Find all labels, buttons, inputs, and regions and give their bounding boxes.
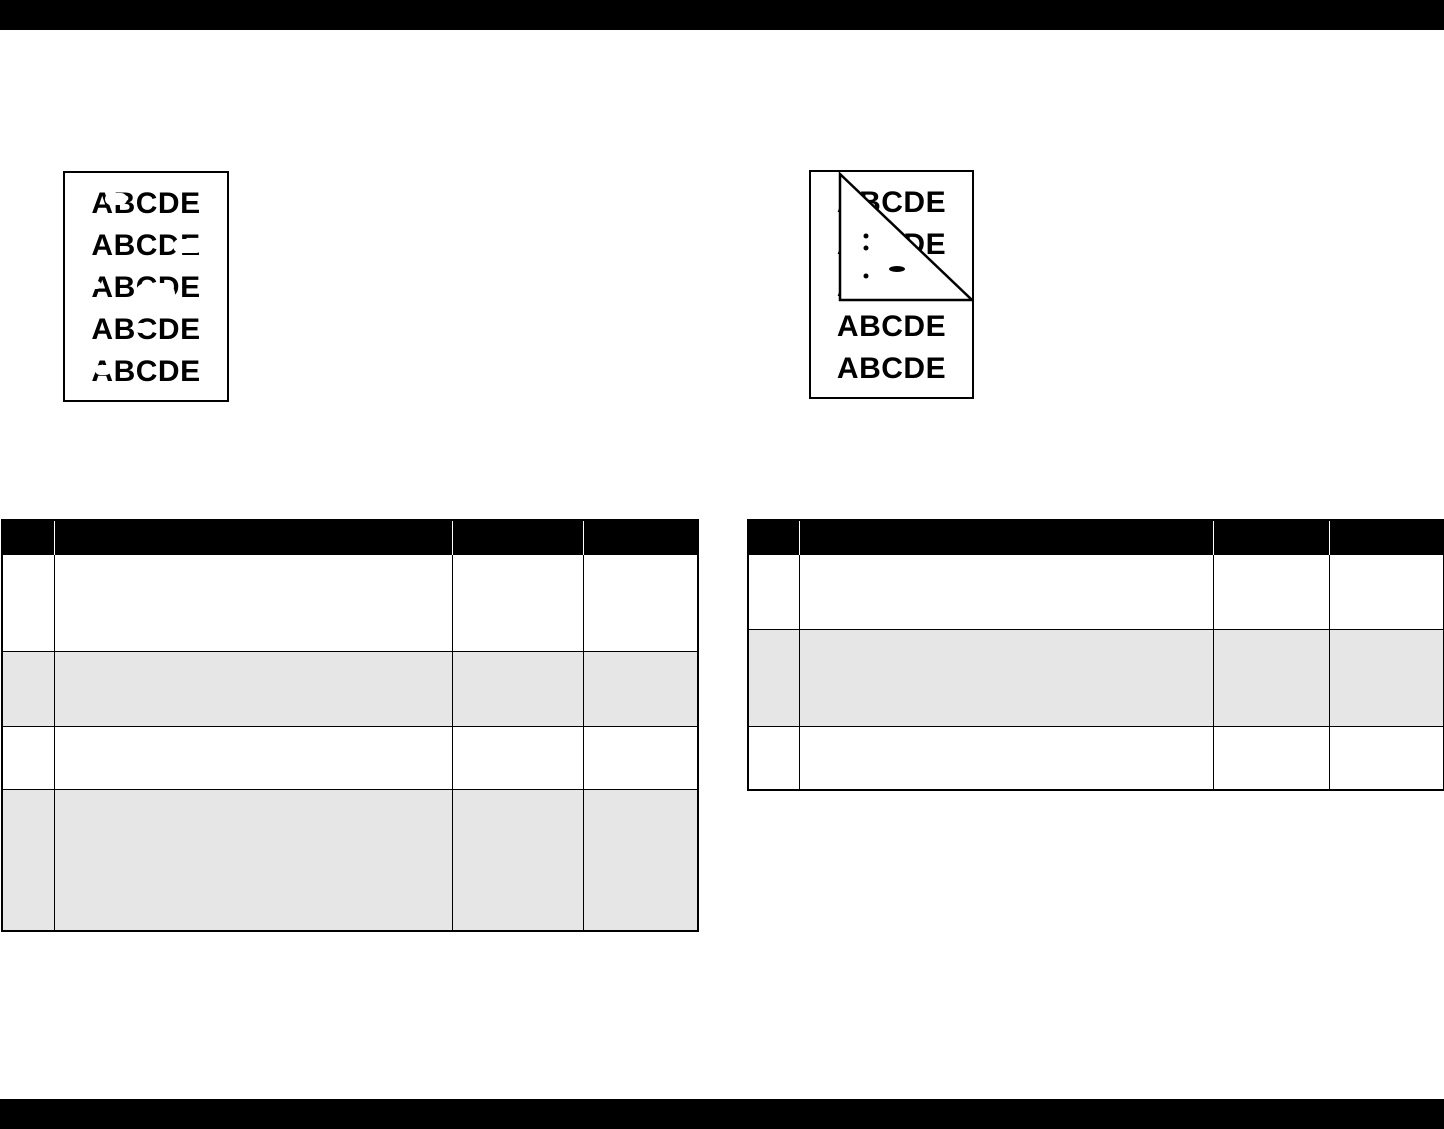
- table-row: [1, 789, 699, 931]
- bottom-bar: [0, 1099, 1444, 1129]
- table-cell: [582, 554, 699, 652]
- void-blot: [87, 235, 97, 245]
- header-cell: [798, 520, 1213, 555]
- header-cell: [451, 520, 583, 555]
- table-cell: [747, 554, 800, 630]
- table-cell: [451, 726, 584, 790]
- void-print-sample: ABCDE ABCDE ABCDE ABCDE ABCDE: [63, 171, 229, 402]
- header-cell: [1328, 520, 1444, 555]
- table-cell: [451, 651, 584, 727]
- table-row: [747, 629, 1444, 727]
- top-bar: [0, 0, 1444, 30]
- header-cell: [53, 520, 452, 555]
- header-cell: [1212, 520, 1329, 555]
- table-cell: [798, 629, 1214, 727]
- table-cell: [1, 789, 55, 931]
- table-cell: [1212, 726, 1330, 790]
- table-cell: [582, 789, 699, 931]
- header-cell: [582, 520, 698, 555]
- table-cell: [747, 726, 800, 790]
- troubleshooting-table-right: [747, 519, 1444, 791]
- table-cell: [1328, 629, 1444, 727]
- table-header: [1, 520, 698, 555]
- table-cell: [582, 726, 699, 790]
- void-blot: [135, 283, 175, 305]
- void-blot: [89, 281, 101, 289]
- table-row: [1, 651, 699, 727]
- table-header: [747, 520, 1444, 555]
- sample-line: ABCDE: [836, 310, 947, 343]
- table-cell: [53, 651, 453, 727]
- void-blot: [135, 323, 153, 333]
- sample-line: ABCDE: [91, 355, 201, 388]
- table-cell: [53, 789, 453, 931]
- table-row: [747, 726, 1444, 790]
- table-cell: [798, 554, 1214, 630]
- header-cell: [747, 520, 799, 555]
- sample-line: ABCDE: [836, 352, 947, 385]
- sample-line: ABCDE: [91, 187, 201, 220]
- void-blot: [95, 365, 111, 375]
- folded-flap: [838, 172, 972, 302]
- table-cell: [582, 651, 699, 727]
- table-cell: [1328, 726, 1444, 790]
- void-blot: [173, 239, 203, 253]
- table-cell: [1212, 554, 1330, 630]
- table-cell: [53, 554, 453, 652]
- folded-corner-sample: ABCDE ABCDE ABCDE ABCDE ABCDE: [809, 170, 974, 399]
- table-cell: [1212, 629, 1330, 727]
- table-cell: [451, 789, 584, 931]
- troubleshooting-table-left: [1, 519, 699, 932]
- table-cell: [53, 726, 453, 790]
- table-cell: [747, 629, 800, 727]
- folded-corner-overlay: [838, 172, 972, 302]
- table-cell: [1, 726, 55, 790]
- table-row: [1, 554, 699, 652]
- table-row: [747, 554, 1444, 630]
- table-cell: [1, 651, 55, 727]
- table-cell: [451, 554, 584, 652]
- header-cell: [1, 520, 54, 555]
- table-cell: [798, 726, 1214, 790]
- table-cell: [1328, 554, 1444, 630]
- table-cell: [1, 554, 55, 652]
- void-blot: [105, 193, 127, 205]
- table-row: [1, 726, 699, 790]
